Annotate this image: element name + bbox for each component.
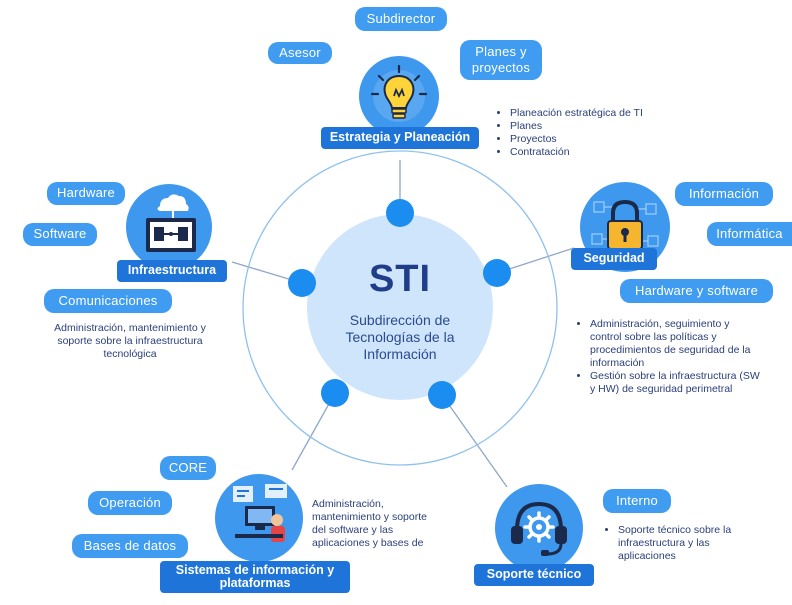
connector-support: [441, 394, 508, 488]
tag-planes-line: Planes y: [475, 43, 527, 59]
bullet-line: información: [590, 357, 645, 369]
node-dot-security: [483, 259, 511, 287]
bullet-line: infraestructura y las: [618, 537, 710, 549]
center-node: [307, 214, 493, 400]
bullet-line: aplicaciones: [618, 550, 676, 562]
bullet-line: procedimientos de seguridad de la: [590, 344, 751, 356]
description-line: aplicaciones y bases de: [312, 537, 424, 549]
developer-workstation-icon: [215, 474, 303, 562]
center-subtitle: Subdirección de Tecnologías de la Inform…: [312, 312, 488, 363]
list-item: Soporte técnico sobre la infraestructura…: [618, 524, 788, 563]
tag-operacion: Operación: [88, 491, 172, 515]
node-label-line: plataformas: [219, 576, 291, 590]
bullet-line: Administración, seguimiento y: [590, 318, 730, 330]
tag-subdirector: Subdirector: [355, 7, 447, 31]
tag-hardware: Hardware: [47, 182, 125, 205]
tag-software: Software: [23, 223, 97, 246]
node-label-support: Soporte técnico: [474, 564, 594, 586]
tag-informacion: Información: [675, 182, 773, 206]
description-line: tecnológica: [103, 348, 157, 360]
tag-interno: Interno: [603, 489, 671, 513]
systems-description: Administración, mantenimiento y soporte …: [312, 498, 472, 550]
description-line: Administración,: [312, 498, 384, 510]
bullet-line: Gestión sobre la infraestructura (SW: [590, 370, 760, 382]
center-subtitle-line: Tecnologías de la: [345, 329, 455, 345]
node-label-security: Seguridad: [571, 248, 657, 270]
tag-asesor: Asesor: [268, 42, 332, 64]
list-item: Gestión sobre la infraestructura (SW y H…: [590, 370, 792, 396]
description-line: soporte sobre la infraestructura: [57, 335, 203, 347]
tag-planes-line: proyectos: [471, 60, 531, 75]
node-dot-infrastructure: [288, 269, 316, 297]
list-item: Contratación: [510, 146, 710, 159]
center-title: STI: [368, 258, 432, 300]
outer-ring: [242, 150, 558, 466]
headset-gear-icon: [495, 484, 583, 572]
center-subtitle-line: Información: [363, 346, 437, 362]
tag-bases-de-datos: Bases de datos: [72, 534, 188, 558]
tag-planes-proyectos: Planes y proyectos: [460, 40, 542, 80]
list-item: Planes: [510, 120, 710, 133]
center-subtitle-line: Subdirección de: [349, 312, 451, 328]
description-line: mantenimiento y soporte: [312, 511, 427, 523]
bullet-line: y HW) de seguridad perimetral: [590, 383, 733, 395]
connector-systems: [291, 392, 336, 471]
description-line: del software y las: [312, 524, 394, 536]
strategy-bullet-list: Planeación estratégica de TI Planes Proy…: [496, 107, 710, 159]
node-label-line: Sistemas de información y: [175, 562, 335, 577]
bullet-line: Soporte técnico sobre la: [618, 524, 732, 536]
list-item: Planeación estratégica de TI: [510, 107, 710, 120]
support-bullet-list: Soporte técnico sobre la infraestructura…: [604, 524, 788, 563]
node-dot-strategy: [386, 199, 414, 227]
infrastructure-description: Administración, mantenimiento y soporte …: [30, 322, 230, 361]
bullet-line: control sobre las políticas y: [590, 331, 717, 343]
list-item: Administración, seguimiento y control so…: [590, 318, 792, 370]
security-bullet-list: Administración, seguimiento y control so…: [576, 318, 792, 396]
node-label-strategy: Estrategia y Planeación: [321, 127, 479, 149]
lightbulb-icon: [359, 56, 439, 136]
tag-hardware-software: Hardware y software: [620, 279, 773, 303]
tag-core: CORE: [160, 456, 216, 480]
node-label-infrastructure: Infraestructura: [117, 260, 227, 282]
server-rack-icon: [126, 184, 212, 270]
node-dot-systems: [321, 379, 349, 407]
description-line: Administración, mantenimiento y: [54, 322, 206, 334]
node-dot-support: [428, 381, 456, 409]
tag-informatica: Informática: [707, 222, 792, 246]
list-item: Proyectos: [510, 133, 710, 146]
node-label-systems: Sistemas de información y plataformas: [160, 561, 350, 593]
tag-comunicaciones: Comunicaciones: [44, 289, 172, 313]
